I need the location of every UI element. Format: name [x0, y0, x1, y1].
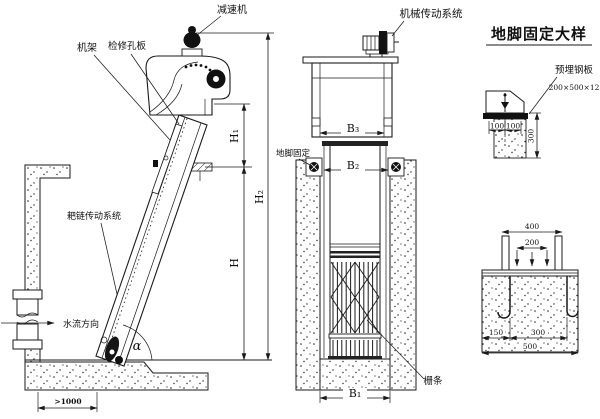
bar-screen-grid — [330, 261, 380, 334]
channel-wall-right — [389, 159, 417, 391]
channel-wall-left — [295, 159, 321, 391]
label-bars: 栅条 — [423, 375, 443, 387]
label-frame: 机架 — [77, 41, 97, 54]
height-dimensions: H₁ H H₂ — [196, 32, 274, 361]
dim-300-bottom: 300 — [531, 328, 546, 337]
anchor-foot-right — [387, 157, 405, 177]
dim-b1: B₁ — [349, 387, 362, 400]
guide-rail — [322, 141, 388, 146]
chain-centerline — [107, 109, 191, 351]
dim-min-distance: >1000 — [37, 392, 98, 412]
lower-bars — [332, 340, 378, 356]
j-bolt-left — [497, 276, 511, 319]
label-rake-chain-drive: 耙链传动系统 — [67, 210, 121, 222]
floor-slab — [24, 361, 209, 391]
dim-200: 200 — [525, 238, 540, 247]
dim-h: H — [228, 258, 241, 268]
label-reducer: 减速机 — [217, 3, 247, 16]
screen-machine-body — [95, 109, 208, 367]
head-assembly — [145, 26, 231, 116]
dim-alpha: α — [133, 339, 142, 354]
label-anchor-fix: 地脚固定 — [276, 148, 311, 159]
anchor-foot-left — [305, 157, 323, 177]
concrete-wall — [24, 164, 71, 291]
anchor-detail-view: 地脚固定大样 100 100 300 预埋钢板 2 — [481, 25, 600, 356]
width-dimensions: B₃ B₂ B₁ — [319, 122, 391, 403]
dim-500: 500 — [523, 342, 538, 351]
detail-title: 地脚固定大样 — [491, 25, 587, 43]
dim-min-distance-text: >1000 — [54, 397, 81, 406]
embedded-plate-shape — [483, 113, 528, 119]
top-plate — [302, 56, 399, 64]
dim-150: 150 — [489, 328, 504, 337]
dim-h2: H₂ — [253, 190, 266, 204]
inlet-pipe — [12, 289, 43, 350]
dim-400: 400 — [525, 222, 540, 231]
dim-b3: B₃ — [347, 122, 360, 135]
reducer-unit — [181, 26, 203, 57]
dim-100-right: 100 — [506, 122, 521, 131]
anchor-bolt-symbol — [501, 102, 509, 109]
concrete-block — [481, 275, 579, 353]
dim-300-vert: 300 — [527, 129, 536, 144]
detail-lower: 400 200 150 300 500 — [481, 221, 579, 356]
drive-motor — [362, 31, 399, 57]
dim-h1: H₁ — [228, 129, 241, 143]
inspection-plate-shape — [151, 123, 183, 195]
dim-100-left: 100 — [490, 122, 505, 131]
label-inspection-plate: 检修孔板 — [108, 40, 147, 52]
j-bolt-right — [566, 276, 579, 318]
side-view: 水流方向 >1000 — [1, 3, 274, 412]
detail-upper: 100 100 300 预埋钢板 200×500×12 — [483, 64, 600, 159]
front-view: B₃ B₂ B₁ 机械传动系统 地脚固定 栅条 — [276, 7, 463, 403]
angle-arc — [122, 324, 153, 361]
label-mech-drive: 机械传动系统 — [400, 7, 463, 20]
dim-b2: B₂ — [347, 159, 360, 172]
water-flow-label: 水流方向 — [63, 318, 99, 330]
channel-base — [319, 358, 391, 391]
label-plate-size: 200×500×12 — [549, 83, 600, 92]
foot-sprocket — [104, 336, 120, 362]
label-embedded-plate: 预埋钢板 — [555, 64, 594, 76]
